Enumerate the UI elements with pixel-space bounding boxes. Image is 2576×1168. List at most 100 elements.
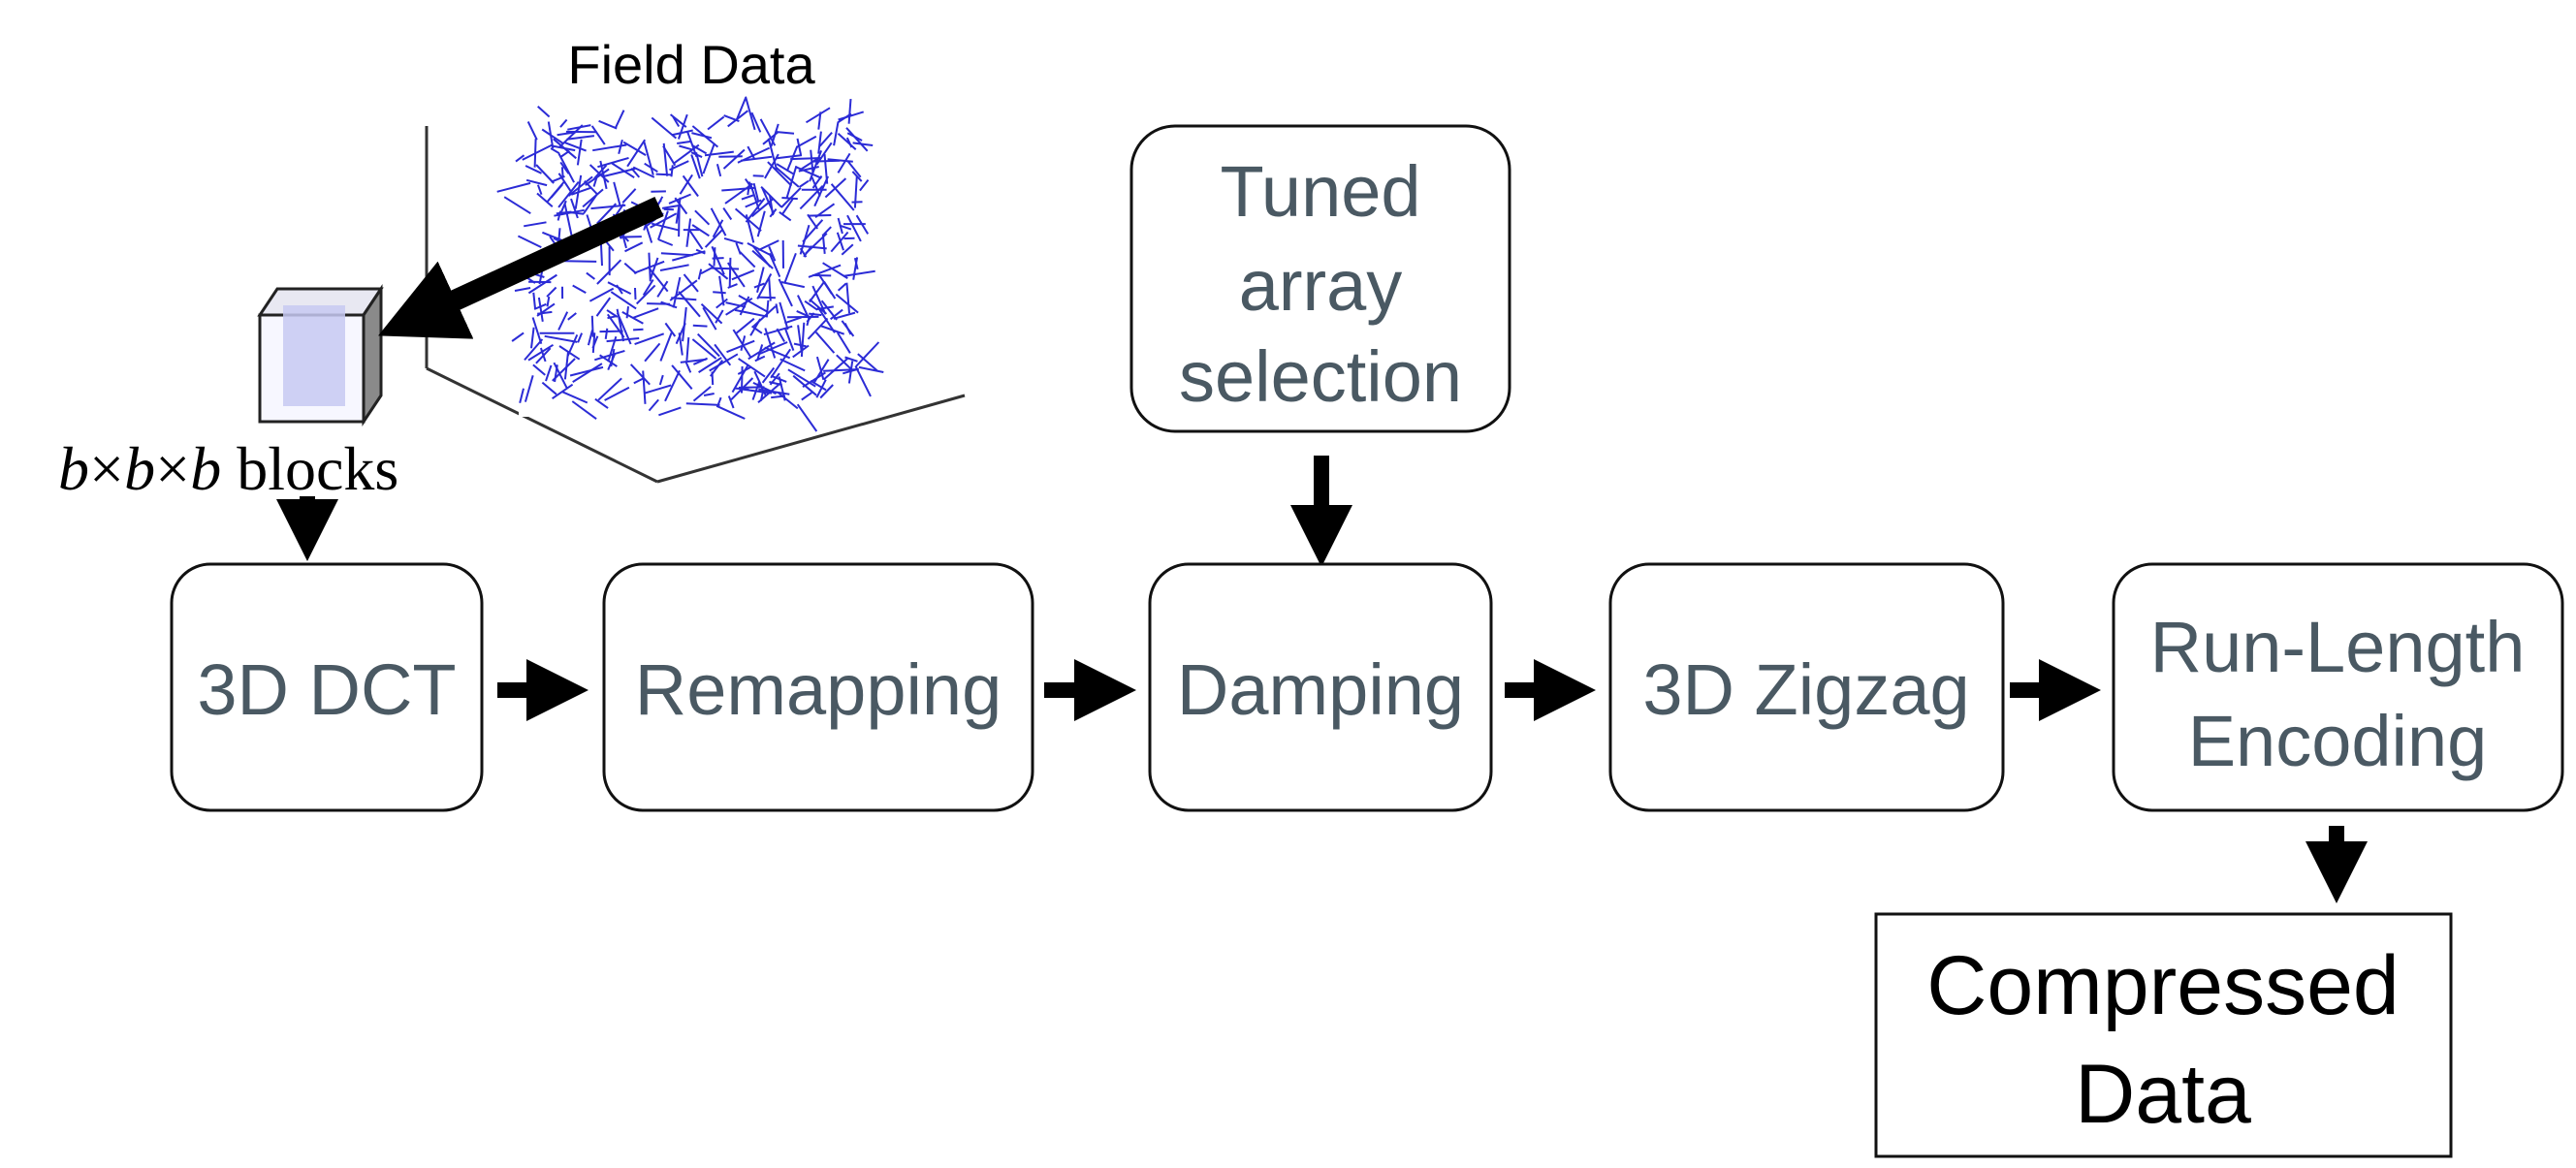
field-vector <box>702 306 717 331</box>
field-vector <box>597 156 629 169</box>
field-vector <box>780 198 794 216</box>
extract-block-arrow <box>378 197 664 339</box>
field-vector <box>557 152 575 183</box>
field-vector <box>664 369 681 402</box>
field-vector <box>761 366 776 384</box>
field-vector <box>690 154 701 179</box>
field-vector <box>591 335 599 349</box>
field-vector <box>553 362 568 389</box>
field-vector <box>713 291 726 295</box>
field-vector <box>703 393 715 396</box>
field-vector <box>761 187 776 215</box>
field-vector <box>841 320 855 337</box>
field-vector <box>593 164 608 179</box>
field-vector <box>854 365 872 397</box>
field-vector <box>577 332 584 343</box>
field-vector <box>557 180 580 208</box>
field-vector <box>837 152 851 174</box>
field-vector <box>537 310 553 315</box>
field-vector <box>738 358 766 378</box>
field-vector <box>818 132 833 147</box>
field-vector <box>694 209 711 226</box>
field-vector <box>702 142 716 174</box>
stage-3d-zigzag-label: 3D Zigzag <box>1642 649 1969 730</box>
stage-3d-zigzag: 3D Zigzag <box>1608 562 2005 812</box>
field-vector <box>809 280 826 303</box>
field-vector <box>798 166 819 173</box>
field-vector <box>632 166 655 178</box>
field-vector <box>642 278 654 297</box>
field-vector <box>754 355 766 363</box>
field-vector <box>525 178 548 187</box>
field-vector <box>629 363 651 386</box>
field-vector <box>674 143 700 164</box>
field-vector <box>718 275 725 306</box>
field-vector <box>716 298 728 309</box>
field-vector <box>833 311 856 320</box>
field-vector <box>660 252 693 257</box>
field-vector <box>524 221 547 228</box>
field-vector <box>783 252 797 283</box>
field-vector <box>566 135 595 141</box>
field-data-title: Field Data <box>567 34 815 95</box>
field-vector <box>496 181 531 193</box>
field-vector <box>704 150 734 157</box>
field-vector <box>550 147 560 155</box>
field-vector <box>658 374 664 386</box>
field-vector <box>537 297 544 322</box>
field-vector <box>731 268 755 281</box>
field-vector <box>559 118 568 128</box>
field-vector <box>570 186 591 196</box>
field-vector <box>671 364 693 390</box>
field-vector <box>514 287 531 292</box>
field-vector <box>776 163 794 175</box>
field-vector <box>678 291 701 318</box>
tuned-label-line3: selection <box>1179 336 1462 417</box>
field-vector <box>598 119 618 130</box>
field-vector <box>546 286 557 298</box>
field-vector <box>846 160 862 178</box>
field-vector <box>651 116 678 140</box>
block-cube-icon <box>257 284 384 426</box>
field-vector <box>541 381 557 395</box>
field-vector <box>634 332 665 346</box>
field-vector <box>633 260 665 274</box>
field-vector <box>604 328 609 339</box>
field-vector <box>738 295 769 313</box>
field-vector <box>692 357 709 365</box>
field-data-plot: Field Data <box>425 34 966 484</box>
field-vector <box>760 185 782 208</box>
stage-3d-dct: 3D DCT <box>170 562 484 812</box>
field-vector <box>530 327 535 349</box>
field-vector <box>710 207 727 237</box>
field-vector <box>778 392 799 410</box>
field-vector <box>814 331 836 354</box>
field-vector <box>813 175 830 207</box>
field-vector <box>740 335 747 351</box>
field-vector <box>656 280 669 298</box>
field-vector <box>643 142 654 175</box>
field-vector <box>633 328 644 331</box>
field-vector <box>616 308 625 342</box>
field-vector <box>625 305 629 319</box>
field-vector <box>533 302 547 310</box>
field-vector <box>692 324 708 328</box>
field-vector <box>764 328 777 359</box>
field-vector <box>798 179 810 188</box>
field-vector <box>809 150 823 182</box>
field-vector <box>783 327 795 351</box>
field-vector <box>721 186 755 192</box>
field-vector <box>808 264 842 278</box>
field-vector <box>569 365 604 377</box>
field-vector <box>527 343 555 362</box>
field-vector <box>740 155 773 162</box>
field-vector <box>557 173 572 193</box>
field-vector <box>709 353 739 372</box>
field-vector <box>677 141 691 144</box>
field-vector <box>606 309 619 318</box>
field-vector <box>584 180 598 196</box>
field-vector <box>745 199 762 208</box>
field-vector <box>797 325 803 353</box>
field-vector <box>621 188 637 204</box>
field-vector <box>758 341 788 356</box>
